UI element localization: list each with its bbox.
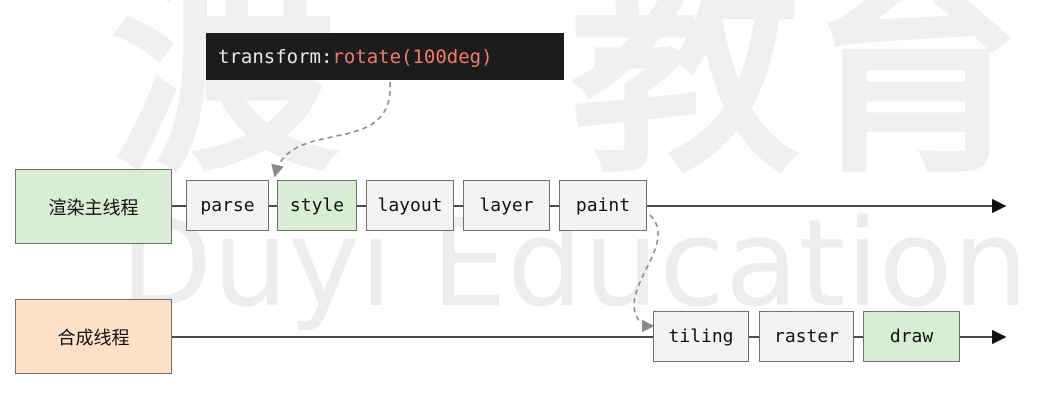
step-style: style <box>277 180 357 231</box>
code-value: rotate(100deg) <box>332 45 493 68</box>
compositor-thread-label: 合成线程 <box>15 299 172 374</box>
code-snippet: transform: rotate(100deg) <box>206 33 564 80</box>
step-paint: paint <box>559 180 647 231</box>
step-tiling: tiling <box>653 311 749 362</box>
step-raster: raster <box>759 311 854 362</box>
step-layout: layout <box>366 180 454 231</box>
paint-to-tiling-arrow <box>633 214 659 333</box>
code-property: transform: <box>218 45 333 68</box>
step-parse: parse <box>186 180 269 231</box>
step-layer: layer <box>463 180 550 231</box>
main-thread-label: 渲染主线程 <box>15 169 172 244</box>
step-draw: draw <box>863 311 960 362</box>
code-to-style-arrow <box>271 81 391 178</box>
